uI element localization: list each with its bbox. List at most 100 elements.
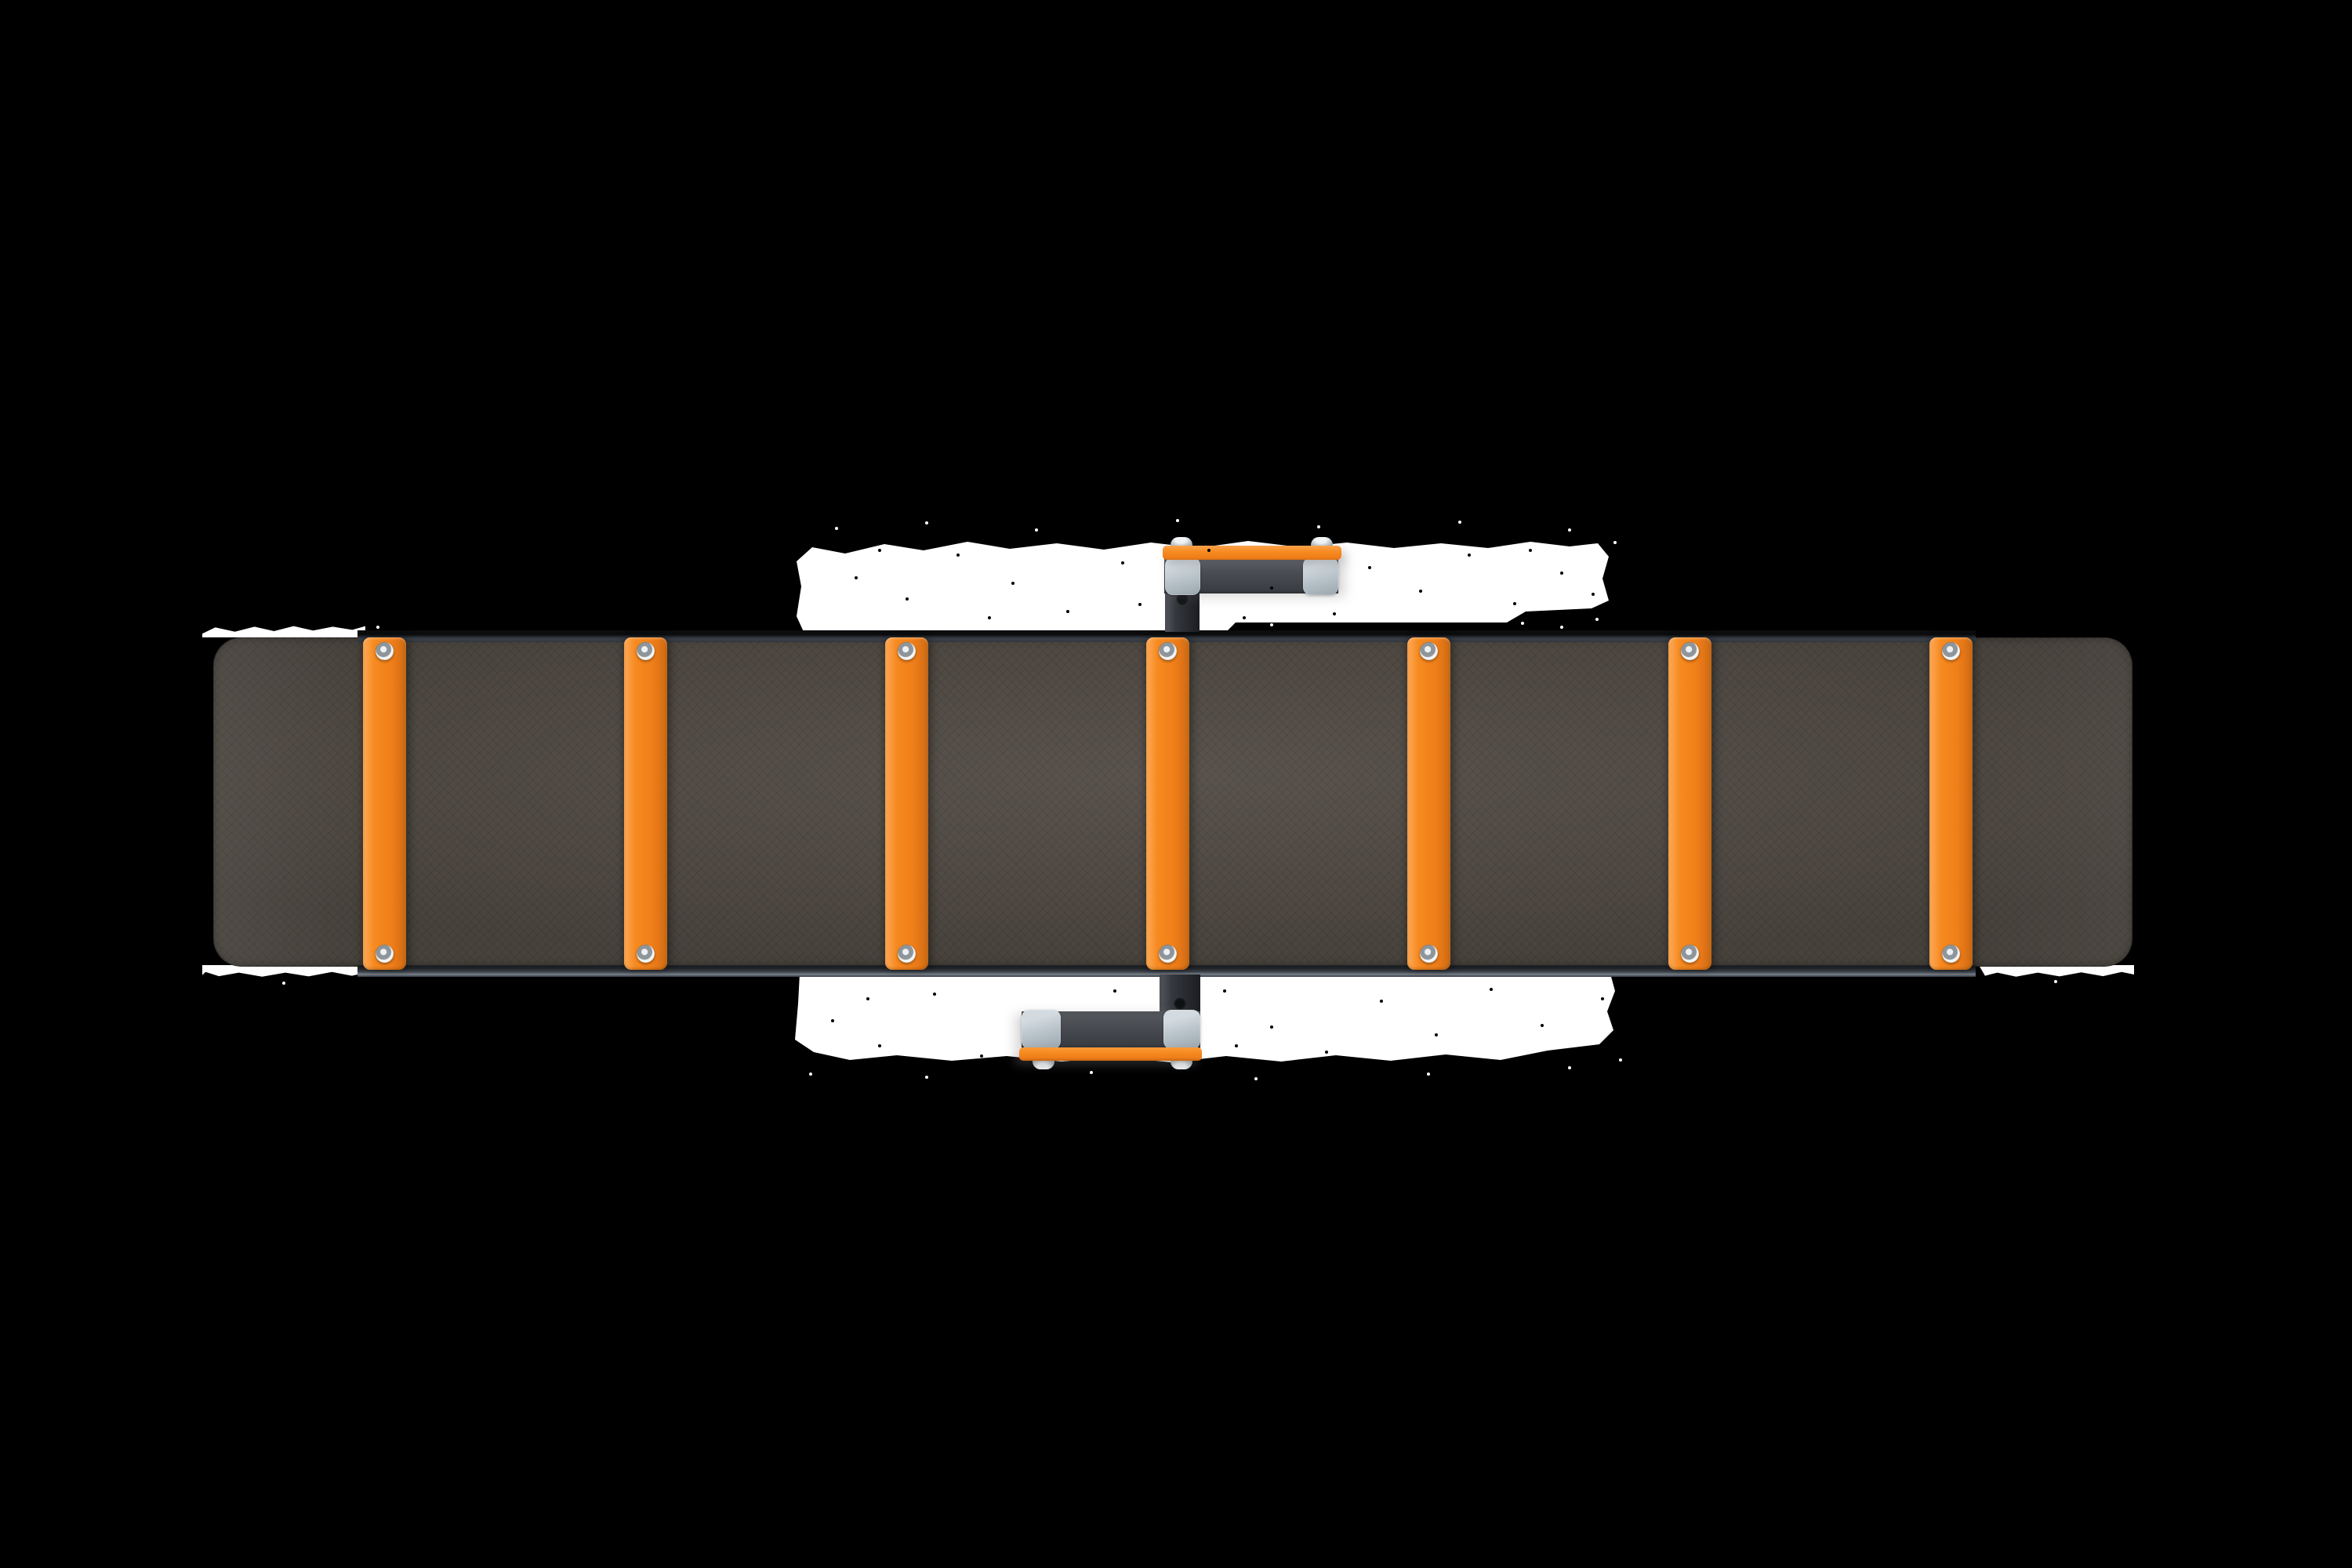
speck-dark (1592, 593, 1595, 596)
speck-dark (1270, 586, 1273, 590)
speck-dark (956, 554, 960, 557)
deck-left-end (213, 637, 385, 967)
speck-light (1317, 525, 1320, 528)
speck-light (835, 527, 838, 530)
speck-light (1568, 528, 1571, 532)
hinge-strip-3 (884, 637, 928, 970)
speck-dark (1011, 582, 1014, 585)
speck-dark (855, 576, 858, 579)
speck-dark (1270, 1025, 1273, 1029)
hinge-screw (1680, 945, 1699, 963)
speck-dark (1138, 603, 1142, 606)
speck-dark (1113, 989, 1116, 993)
handle-rivet (1171, 1059, 1192, 1069)
speck-dark (1468, 554, 1471, 557)
speck-light (1613, 541, 1617, 544)
speck-dark (1243, 616, 1246, 619)
speck-light (1595, 618, 1599, 621)
speck-dark (1541, 1024, 1544, 1027)
hinge-screw (1158, 945, 1177, 963)
hinge-strip-7 (1929, 637, 1973, 970)
speck-light (2054, 980, 2057, 983)
speck-dark (1601, 997, 1604, 1000)
speck-light (376, 626, 379, 629)
speck-dark (933, 993, 936, 996)
speck-dark (1368, 566, 1371, 569)
hinge-strip-1 (362, 637, 406, 970)
speck-light (1090, 1071, 1093, 1074)
speck-light (1458, 521, 1461, 524)
hinge-screw (1158, 642, 1177, 660)
hinge-screw (897, 945, 916, 963)
handle-pad-right (1163, 1010, 1200, 1049)
hinge-strip-6 (1668, 637, 1711, 970)
speck-dark (1325, 1051, 1328, 1054)
speck-light (282, 982, 285, 985)
background-artifact-left-top (202, 626, 365, 637)
speck-dark (1513, 602, 1516, 605)
speck-light (1270, 623, 1273, 626)
handle-grip-orange (1163, 546, 1341, 560)
hinge-strip-5 (1406, 637, 1450, 970)
speck-light (1521, 622, 1524, 625)
speck-dark (1584, 1049, 1587, 1052)
handle-rivet (1311, 537, 1333, 547)
background-artifact-bottom (795, 974, 1615, 1062)
side-rail-top (358, 630, 1976, 642)
handle-rivet (1033, 1059, 1054, 1069)
hinge-screw (636, 642, 655, 660)
speck-dark (1333, 612, 1336, 615)
speck-dark (831, 1019, 834, 1022)
speck-light (1356, 619, 1359, 622)
speck-dark (866, 997, 869, 1000)
speck-light (1568, 1066, 1571, 1069)
speck-dark (1560, 572, 1563, 575)
hinge-screw (1419, 642, 1438, 660)
speck-light (1560, 626, 1563, 629)
speck-light (925, 521, 928, 524)
speck-dark (980, 1054, 983, 1058)
background-artifact-left-bottom (202, 965, 368, 977)
handle-post (1160, 975, 1200, 1013)
speck-dark (1490, 988, 1493, 991)
hinge-screw (1941, 642, 1960, 660)
speck-light (1176, 519, 1179, 522)
speck-light (809, 1073, 812, 1076)
speck-dark (878, 1044, 881, 1047)
hinge-screw (1419, 945, 1438, 963)
speck-light (1254, 1077, 1258, 1080)
handle-pad-left (1165, 557, 1200, 595)
speck-light (925, 1076, 928, 1079)
speck-dark (1235, 1044, 1238, 1047)
speck-dark (906, 597, 909, 601)
handle-rivet (1171, 537, 1192, 547)
speck-light (1035, 528, 1038, 532)
speck-dark (988, 616, 991, 619)
speck-dark (1223, 989, 1226, 993)
hinge-screw (897, 642, 916, 660)
speck-dark (1529, 549, 1532, 552)
carry-handle-bottom (1019, 975, 1202, 1069)
handle-pad-right (1303, 557, 1338, 595)
speck-dark (1066, 610, 1069, 613)
handle-pad-left (1022, 1010, 1061, 1049)
handle-grip-orange (1019, 1047, 1202, 1061)
deck-right-end (1962, 637, 2132, 967)
background-artifact-right-bottom (1979, 965, 2134, 977)
speck-dark (1207, 549, 1210, 552)
speck-dark (1121, 561, 1124, 564)
speck-light (1619, 1058, 1622, 1062)
speck-dark (1380, 1000, 1383, 1003)
hinge-screw (375, 642, 394, 660)
hinge-screw (1680, 642, 1699, 660)
speck-dark (1435, 1033, 1438, 1036)
speck-dark (1419, 590, 1422, 593)
handle-post (1165, 593, 1200, 632)
hinge-screw (375, 945, 394, 963)
speck-dark (878, 549, 881, 552)
hinge-strip-2 (623, 637, 667, 970)
carry-handle-top (1160, 537, 1341, 632)
hinge-screw (636, 945, 655, 963)
speck-light (1427, 1073, 1430, 1076)
